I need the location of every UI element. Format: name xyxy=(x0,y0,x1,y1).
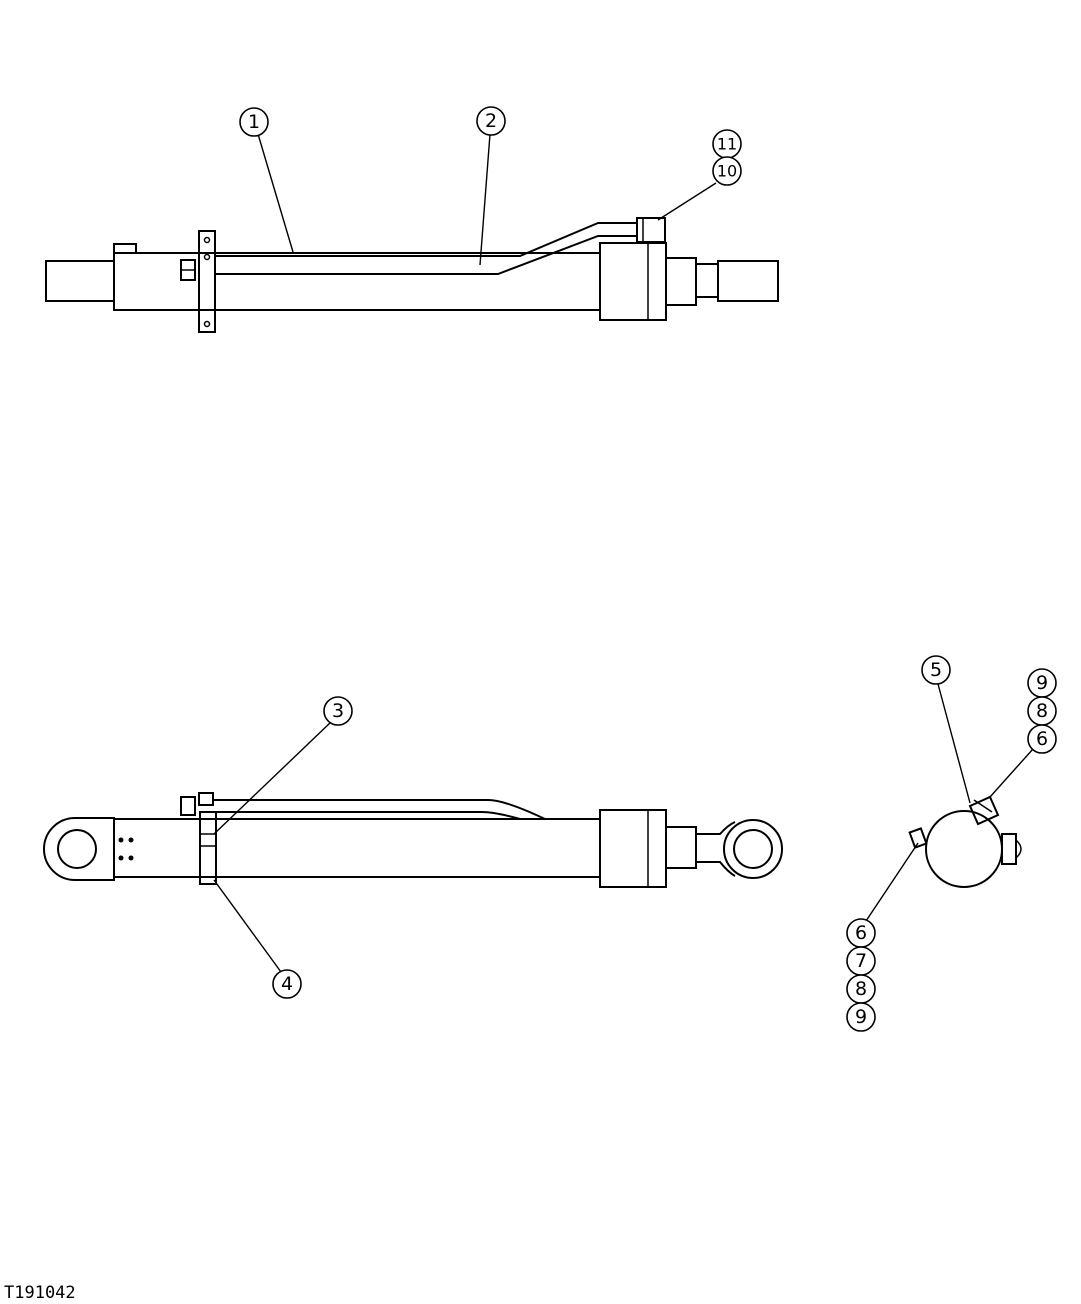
eye-end-right xyxy=(723,819,783,879)
callout-9-bottom: 9 xyxy=(846,1002,876,1032)
tube-upper xyxy=(215,222,637,257)
cylinder-barrel-2 xyxy=(113,818,601,878)
cylinder-barrel xyxy=(113,252,601,311)
rod-2 xyxy=(665,826,697,869)
svg-text:11: 11 xyxy=(717,135,737,154)
cylinder-top-view xyxy=(43,792,783,888)
cylinder-end-view xyxy=(908,795,1022,888)
callout-8-bottom: 8 xyxy=(846,974,876,1004)
end-view-circle xyxy=(925,810,1003,888)
clamp xyxy=(199,811,217,885)
svg-text:9: 9 xyxy=(1036,672,1048,694)
clamp-top xyxy=(198,792,214,806)
bracket-hole xyxy=(203,236,211,244)
svg-text:4: 4 xyxy=(281,973,293,995)
callout-3: 3 xyxy=(323,696,353,726)
svg-text:8: 8 xyxy=(1036,700,1048,722)
clamp-bracket xyxy=(198,230,216,333)
fitting-detail xyxy=(973,799,993,813)
eye-end-left xyxy=(43,817,115,881)
leader-10 xyxy=(657,182,717,221)
svg-text:8: 8 xyxy=(855,978,867,1000)
callout-6-bottom: 6 xyxy=(846,918,876,948)
leader-1 xyxy=(257,133,294,253)
callout-7: 7 xyxy=(846,946,876,976)
leader-5 xyxy=(937,683,971,804)
callout-8-top: 8 xyxy=(1027,696,1057,726)
fitting-cap xyxy=(1015,839,1022,859)
tube-upper-2 xyxy=(213,799,546,820)
end-stub-left xyxy=(908,827,928,849)
leader-lines xyxy=(213,133,1034,973)
callout-1: 1 xyxy=(239,107,269,137)
svg-text:6: 6 xyxy=(1036,728,1048,750)
leader-6-top xyxy=(989,748,1034,798)
cylinder-side-view xyxy=(45,217,779,333)
svg-text:5: 5 xyxy=(930,659,942,681)
callout-6-top: 6 xyxy=(1027,724,1057,754)
callout-11: 11 xyxy=(712,129,742,159)
leader-6-bottom xyxy=(865,842,919,922)
tube-lower-2 xyxy=(213,811,521,820)
svg-text:1: 1 xyxy=(248,111,260,133)
cylinder-head-2 xyxy=(599,809,667,888)
end-fitting-right xyxy=(1001,833,1017,865)
end-fitting-top xyxy=(968,795,1000,826)
leader-4 xyxy=(213,879,282,973)
bracket-hole xyxy=(203,320,211,328)
callout-9-top: 9 xyxy=(1027,668,1057,698)
pin-hole xyxy=(128,855,134,861)
bracket-hole xyxy=(203,253,211,261)
rod-end-left xyxy=(45,260,115,302)
svg-text:2: 2 xyxy=(485,110,497,132)
callout-4: 4 xyxy=(272,969,302,999)
svg-text:7: 7 xyxy=(855,950,867,972)
tube-fitting xyxy=(636,217,666,243)
callout-2: 2 xyxy=(476,106,506,136)
rod-neck xyxy=(695,263,719,298)
cylinder-head xyxy=(599,242,667,321)
callouts: 1 2 11 10 3 4 5 9 xyxy=(239,106,1057,1032)
svg-text:9: 9 xyxy=(855,1006,867,1028)
svg-text:3: 3 xyxy=(332,700,344,722)
figure-id-label: T191042 xyxy=(4,1283,76,1303)
leader-2 xyxy=(479,133,491,266)
pin-hole xyxy=(118,855,124,861)
pin-hole xyxy=(128,837,134,843)
rod-neck-2 xyxy=(696,821,736,877)
tab xyxy=(113,243,137,254)
eye-bore-right xyxy=(733,829,773,869)
callout-10: 10 xyxy=(712,156,742,186)
rod-end-right xyxy=(717,260,779,302)
pin-hole xyxy=(118,837,124,843)
eye-bore-left xyxy=(57,829,97,869)
leader-3 xyxy=(213,721,332,835)
tube-lower xyxy=(215,235,637,275)
svg-text:6: 6 xyxy=(855,922,867,944)
rod xyxy=(665,257,697,306)
callout-5: 5 xyxy=(921,655,951,685)
svg-text:10: 10 xyxy=(717,162,737,181)
bolt-head-2 xyxy=(180,796,196,816)
